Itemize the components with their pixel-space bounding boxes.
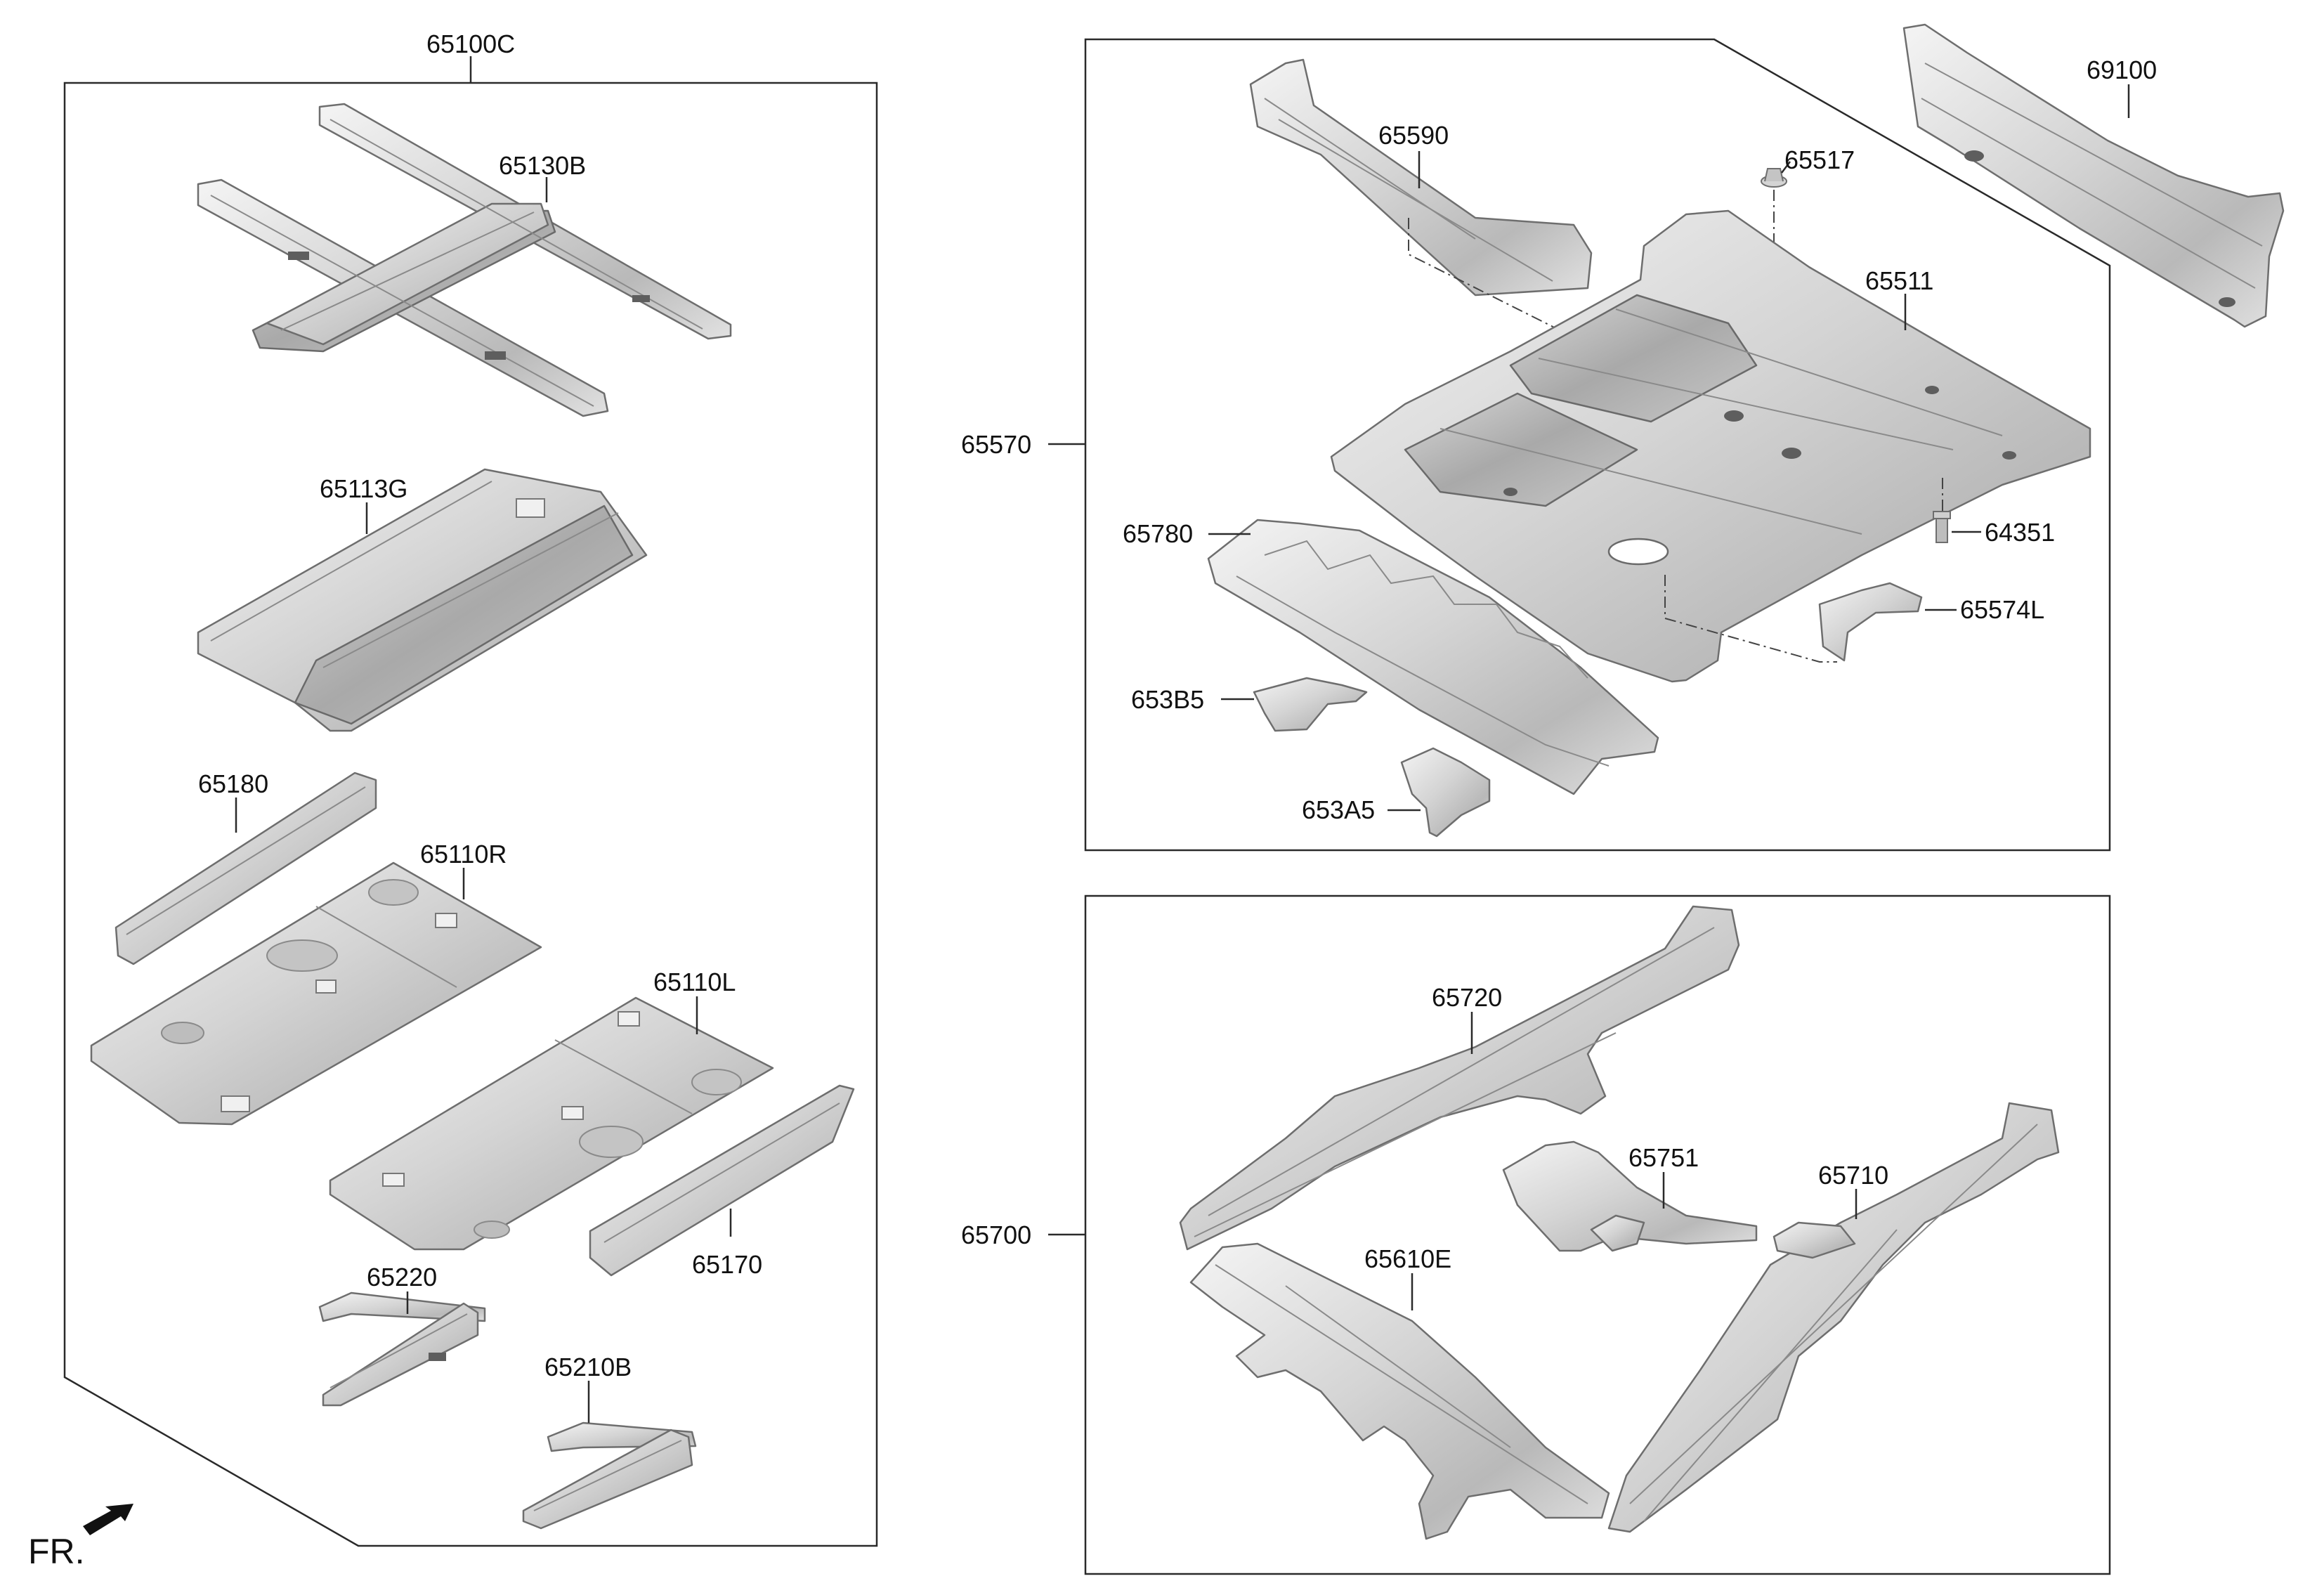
part-label-64351: 64351: [1985, 518, 2055, 547]
part-65170[interactable]: 65170: [589, 1084, 855, 1279]
part-653b5[interactable]: 653B5: [1131, 677, 1368, 732]
part-65130b[interactable]: 65130B: [197, 103, 732, 417]
front-direction-indicator: FR.: [28, 1504, 133, 1571]
part-label-69100: 69100: [2087, 56, 2157, 84]
part-65574l[interactable]: 65574L: [1664, 575, 2044, 663]
group-65700: 65700: [961, 894, 2111, 1575]
part-65511[interactable]: 65511: [1330, 209, 2091, 683]
part-65720[interactable]: 65720: [1179, 905, 1740, 1251]
part-label-65610e: 65610E: [1364, 1244, 1451, 1273]
part-69100[interactable]: 69100: [1902, 23, 2285, 328]
front-label: FR.: [28, 1532, 85, 1571]
group-frame-65570: [1084, 38, 2111, 852]
part-65710[interactable]: 65710: [1607, 1102, 2060, 1533]
part-65110r[interactable]: 65110R: [90, 840, 542, 1126]
front-arrow-icon: [83, 1504, 133, 1535]
part-label-653a5: 653A5: [1302, 795, 1375, 824]
part-label-65720: 65720: [1432, 983, 1502, 1012]
part-label-65170: 65170: [692, 1250, 762, 1279]
part-65751[interactable]: 65751: [1502, 1140, 1758, 1252]
part-label-65130b: 65130B: [499, 151, 586, 180]
group-frame-65100c: [63, 82, 878, 1547]
part-65220[interactable]: 65220: [318, 1263, 486, 1407]
part-label-65780: 65780: [1123, 519, 1193, 548]
group-65100c: 65100C: [63, 30, 878, 1547]
part-label-65517: 65517: [1784, 145, 1855, 174]
part-label-65574l: 65574L: [1960, 595, 2044, 624]
group-65570: 65570: [961, 38, 2111, 852]
part-label-65710: 65710: [1818, 1161, 1888, 1190]
part-label-65220: 65220: [367, 1263, 437, 1291]
part-label-65110r: 65110R: [420, 840, 507, 868]
group-label-65100c: 65100C: [426, 30, 515, 58]
part-label-65751: 65751: [1628, 1143, 1699, 1172]
part-65110l[interactable]: 65110L: [329, 968, 774, 1251]
part-label-65110l: 65110L: [653, 968, 736, 996]
part-65780[interactable]: 65780: [1123, 519, 1659, 795]
part-label-653b5: 653B5: [1131, 685, 1204, 714]
part-label-65511: 65511: [1865, 266, 1933, 295]
part-65113g[interactable]: 65113G: [197, 468, 648, 732]
part-label-65590: 65590: [1378, 121, 1449, 150]
group-label-65700: 65700: [961, 1221, 1031, 1249]
part-65610e[interactable]: 65610E: [1189, 1242, 1610, 1540]
part-64351[interactable]: 64351: [1933, 478, 2055, 547]
part-label-65113g: 65113G: [320, 474, 407, 503]
part-label-65180: 65180: [198, 769, 268, 798]
part-65590[interactable]: 65590: [1249, 58, 1645, 457]
part-label-65210b: 65210B: [544, 1353, 632, 1381]
group-label-65570: 65570: [961, 430, 1031, 459]
part-65210b[interactable]: 65210B: [522, 1353, 697, 1530]
part-65180[interactable]: 65180: [115, 769, 377, 965]
part-653a5[interactable]: 653A5: [1302, 747, 1491, 838]
